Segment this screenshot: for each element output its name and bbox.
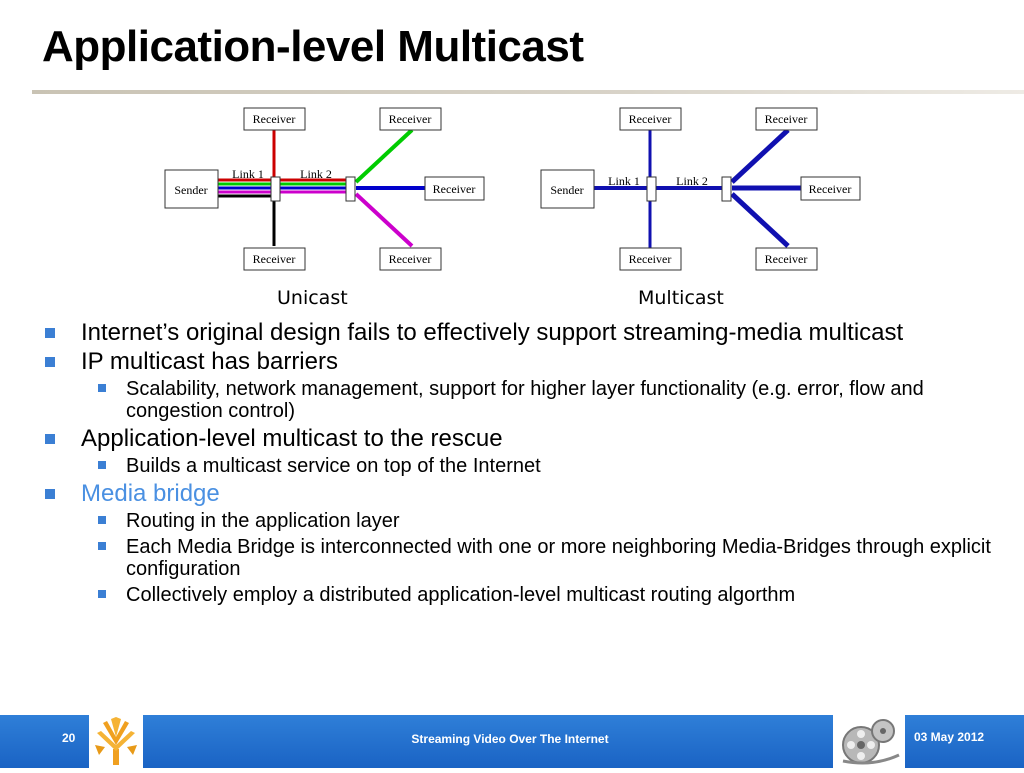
film-reel-icon xyxy=(833,715,905,768)
bullet-square-icon xyxy=(45,328,55,338)
unicast-receiver-label: Receiver xyxy=(389,252,432,266)
sub-bullet-item: Routing in the application layer xyxy=(44,510,1014,532)
bullet-item: Internet’s original design fails to effe… xyxy=(44,320,1014,345)
multicast-diagram xyxy=(540,107,861,271)
sub-bullet-item: Scalability, network management, support… xyxy=(44,378,1014,422)
bullet-square-icon xyxy=(45,489,55,499)
sub-bullet-item: Builds a multicast service on top of the… xyxy=(44,455,1014,477)
slide-title: Application-level Multicast xyxy=(42,22,584,71)
unicast-receiver-label: Receiver xyxy=(389,112,432,126)
multicast-sender-label: Sender xyxy=(550,183,583,197)
bullet-text: Application-level multicast to the rescu… xyxy=(81,425,503,452)
sub-bullet-item: Collectively employ a distributed applic… xyxy=(44,584,1014,606)
bullet-item: IP multicast has barriers xyxy=(44,349,1014,374)
bullet-text: Internet’s original design fails to effe… xyxy=(81,319,904,346)
bullet-square-icon xyxy=(98,590,106,598)
multicast-caption: Multicast xyxy=(638,287,724,309)
bullet-text: Collectively employ a distributed applic… xyxy=(126,584,796,606)
multicast-receiver-label: Receiver xyxy=(765,252,808,266)
bullet-text: Media bridge xyxy=(81,480,220,507)
footer-date: 03 May 2012 xyxy=(914,730,985,744)
unicast-diagram xyxy=(164,107,485,271)
university-logo xyxy=(89,715,143,768)
bullet-text: Each Media Bridge is interconnected with… xyxy=(126,536,991,580)
bullet-square-icon xyxy=(45,434,55,444)
network-diagram: Sender Receiver Receiver Receiver Receiv… xyxy=(164,107,861,271)
unicast-receiver-label: Receiver xyxy=(433,182,476,196)
multicast-receiver-label: Receiver xyxy=(809,182,852,196)
footer-title: Streaming Video Over The Internet xyxy=(411,732,609,746)
bullet-text: Scalability, network management, support… xyxy=(126,378,924,422)
unicast-caption: Unicast xyxy=(277,287,348,309)
bullet-text: Routing in the application layer xyxy=(126,510,400,532)
multicast-receiver-label: Receiver xyxy=(629,112,672,126)
bullet-square-icon xyxy=(45,357,55,367)
bullet-square-icon xyxy=(98,384,106,392)
title-underline xyxy=(32,90,1024,94)
multicast-receiver-label: Receiver xyxy=(765,112,808,126)
multicast-receiver-label: Receiver xyxy=(629,252,672,266)
bullet-square-icon xyxy=(98,461,106,469)
bullet-square-icon xyxy=(98,542,106,550)
bullet-square-icon xyxy=(98,516,106,524)
multicast-link2-label: Link 2 xyxy=(676,174,708,188)
bullet-item: Application-level multicast to the rescu… xyxy=(44,426,1014,451)
bullet-list: Internet’s original design fails to effe… xyxy=(44,320,1014,610)
unicast-sender-label: Sender xyxy=(174,183,207,197)
multicast-link1-label: Link 1 xyxy=(608,174,640,188)
unicast-receiver-label: Receiver xyxy=(253,252,296,266)
unicast-link1-label: Link 1 xyxy=(232,167,264,181)
bullet-item: Media bridge xyxy=(44,481,1014,506)
sub-bullet-item: Each Media Bridge is interconnected with… xyxy=(44,536,1014,580)
bullet-text: Builds a multicast service on top of the… xyxy=(126,455,541,477)
slide-number: 20 xyxy=(62,731,76,745)
unicast-link2-label: Link 2 xyxy=(300,167,332,181)
bullet-text: IP multicast has barriers xyxy=(81,348,338,375)
unicast-receiver-label: Receiver xyxy=(253,112,296,126)
